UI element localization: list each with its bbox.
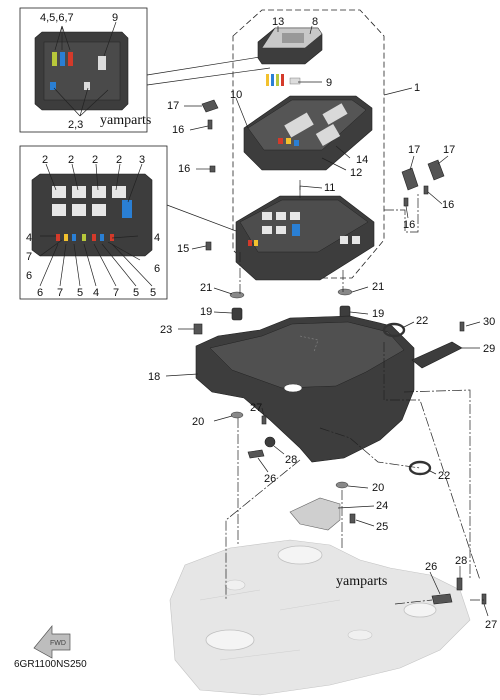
holder-29 xyxy=(411,341,463,369)
callout-16-c: 16 xyxy=(403,219,415,231)
watermark-top: yamparts xyxy=(100,113,151,128)
callout-20-a: 20 xyxy=(192,416,204,428)
callout-27-a: 27 xyxy=(250,402,262,414)
fuse-parts-small xyxy=(266,74,301,86)
callout-21-b: 21 xyxy=(372,281,384,293)
label-left-top-4: 2 xyxy=(116,154,122,166)
clamp-22-a xyxy=(382,322,406,338)
clip-26-b xyxy=(431,593,453,605)
watermark-bottom: yamparts xyxy=(336,574,387,589)
callout-17-c: 17 xyxy=(443,144,455,156)
label-fuse-group: 4,5,6,7 xyxy=(40,12,74,24)
bolt-27-a xyxy=(261,415,267,425)
callout-12: 12 xyxy=(350,167,362,179)
label-left-bottom-5: 7 xyxy=(113,287,119,299)
label-right-4: 4 xyxy=(154,232,160,244)
callout-26-b: 26 xyxy=(425,561,437,573)
callout-24: 24 xyxy=(376,500,388,512)
callout-20-b: 20 xyxy=(372,482,384,494)
grommet-28-b xyxy=(456,577,463,591)
relay-box xyxy=(235,195,375,281)
fuse-inset-top xyxy=(19,7,148,133)
label-left-top-3: 2 xyxy=(92,154,98,166)
callout-28-a: 28 xyxy=(285,454,297,466)
callout-14: 14 xyxy=(356,154,368,166)
callout-25: 25 xyxy=(376,521,388,533)
label-left-bottom-7: 5 xyxy=(150,287,156,299)
label-left-bottom-1: 6 xyxy=(37,287,43,299)
grommet-28-a xyxy=(264,436,276,448)
bolt-16-d xyxy=(423,185,429,195)
callout-11: 11 xyxy=(324,182,335,194)
callout-23: 23 xyxy=(160,324,172,336)
fwd-label: FWD xyxy=(50,640,66,647)
callout-1: 1 xyxy=(414,82,420,94)
bolt-16-b xyxy=(209,165,216,173)
washer-20-b xyxy=(335,481,349,489)
label-bottom-2-3: 2,3 xyxy=(68,119,83,131)
clip-26-a xyxy=(247,449,265,459)
callout-27-b: 27 xyxy=(485,619,497,631)
callout-19-a: 19 xyxy=(200,306,212,318)
bolt-27-b xyxy=(481,593,487,605)
engine-block-ghost xyxy=(169,539,471,696)
drawing-code: 6GR1100NS250 xyxy=(14,659,87,670)
bracket-24 xyxy=(289,497,341,531)
grommet-17-c xyxy=(427,159,445,181)
callout-17-b: 17 xyxy=(408,144,420,156)
callout-10: 10 xyxy=(230,89,242,101)
washer-21-a xyxy=(229,291,245,299)
bolt-16-c xyxy=(403,197,409,207)
callout-22-b: 22 xyxy=(438,470,450,482)
callout-8: 8 xyxy=(312,16,318,28)
label-left-bottom-4: 4 xyxy=(93,287,99,299)
callout-26-a: 26 xyxy=(264,473,276,485)
callout-15: 15 xyxy=(177,243,189,255)
label-left-top-2: 2 xyxy=(68,154,74,166)
fwd-arrow-icon: FWD xyxy=(33,625,71,659)
label-left-top-1: 2 xyxy=(42,154,48,166)
bolt-16-a xyxy=(207,119,213,130)
callout-16-a: 16 xyxy=(172,124,184,136)
fuse-box-cover xyxy=(257,27,323,65)
callout-17-a: 17 xyxy=(167,100,179,112)
bolt-30 xyxy=(459,321,465,332)
label-fuse-9: 9 xyxy=(112,12,118,24)
label-left-bottom-6: 5 xyxy=(133,287,139,299)
grommet-19-a xyxy=(231,307,243,321)
grommet-17-b xyxy=(401,167,419,191)
callout-21-a: 21 xyxy=(200,282,212,294)
washer-20-a xyxy=(230,411,244,419)
grommet-17-a xyxy=(201,99,219,113)
callout-9: 9 xyxy=(326,77,332,89)
callout-19-b: 19 xyxy=(372,308,384,320)
callout-16-d: 16 xyxy=(442,199,454,211)
bolt-15 xyxy=(205,241,212,251)
inset-top-leader xyxy=(146,56,271,86)
callout-22-a: 22 xyxy=(416,315,428,327)
callout-28-b: 28 xyxy=(455,555,467,567)
callout-18: 18 xyxy=(148,371,160,383)
label-left-bottom-3: 5 xyxy=(77,287,83,299)
washer-21-b xyxy=(337,288,353,296)
label-right-6: 6 xyxy=(154,263,160,275)
label-left-top-5: 3 xyxy=(139,154,145,166)
label-left-bottom-2: 7 xyxy=(57,287,63,299)
callout-30: 30 xyxy=(483,316,495,328)
callout-29: 29 xyxy=(483,343,495,355)
callout-16-b: 16 xyxy=(178,163,190,175)
base-plate xyxy=(195,315,415,463)
label-left-7: 7 xyxy=(26,251,32,263)
label-left-4: 4 xyxy=(26,232,32,244)
relay-inset-left xyxy=(19,145,168,300)
label-left-6: 6 xyxy=(26,270,32,282)
bolt-25 xyxy=(349,513,356,524)
fuse-box-body xyxy=(243,95,373,171)
bracket-23 xyxy=(193,323,203,335)
callout-13: 13 xyxy=(272,16,284,28)
clamp-22-b xyxy=(408,460,432,476)
